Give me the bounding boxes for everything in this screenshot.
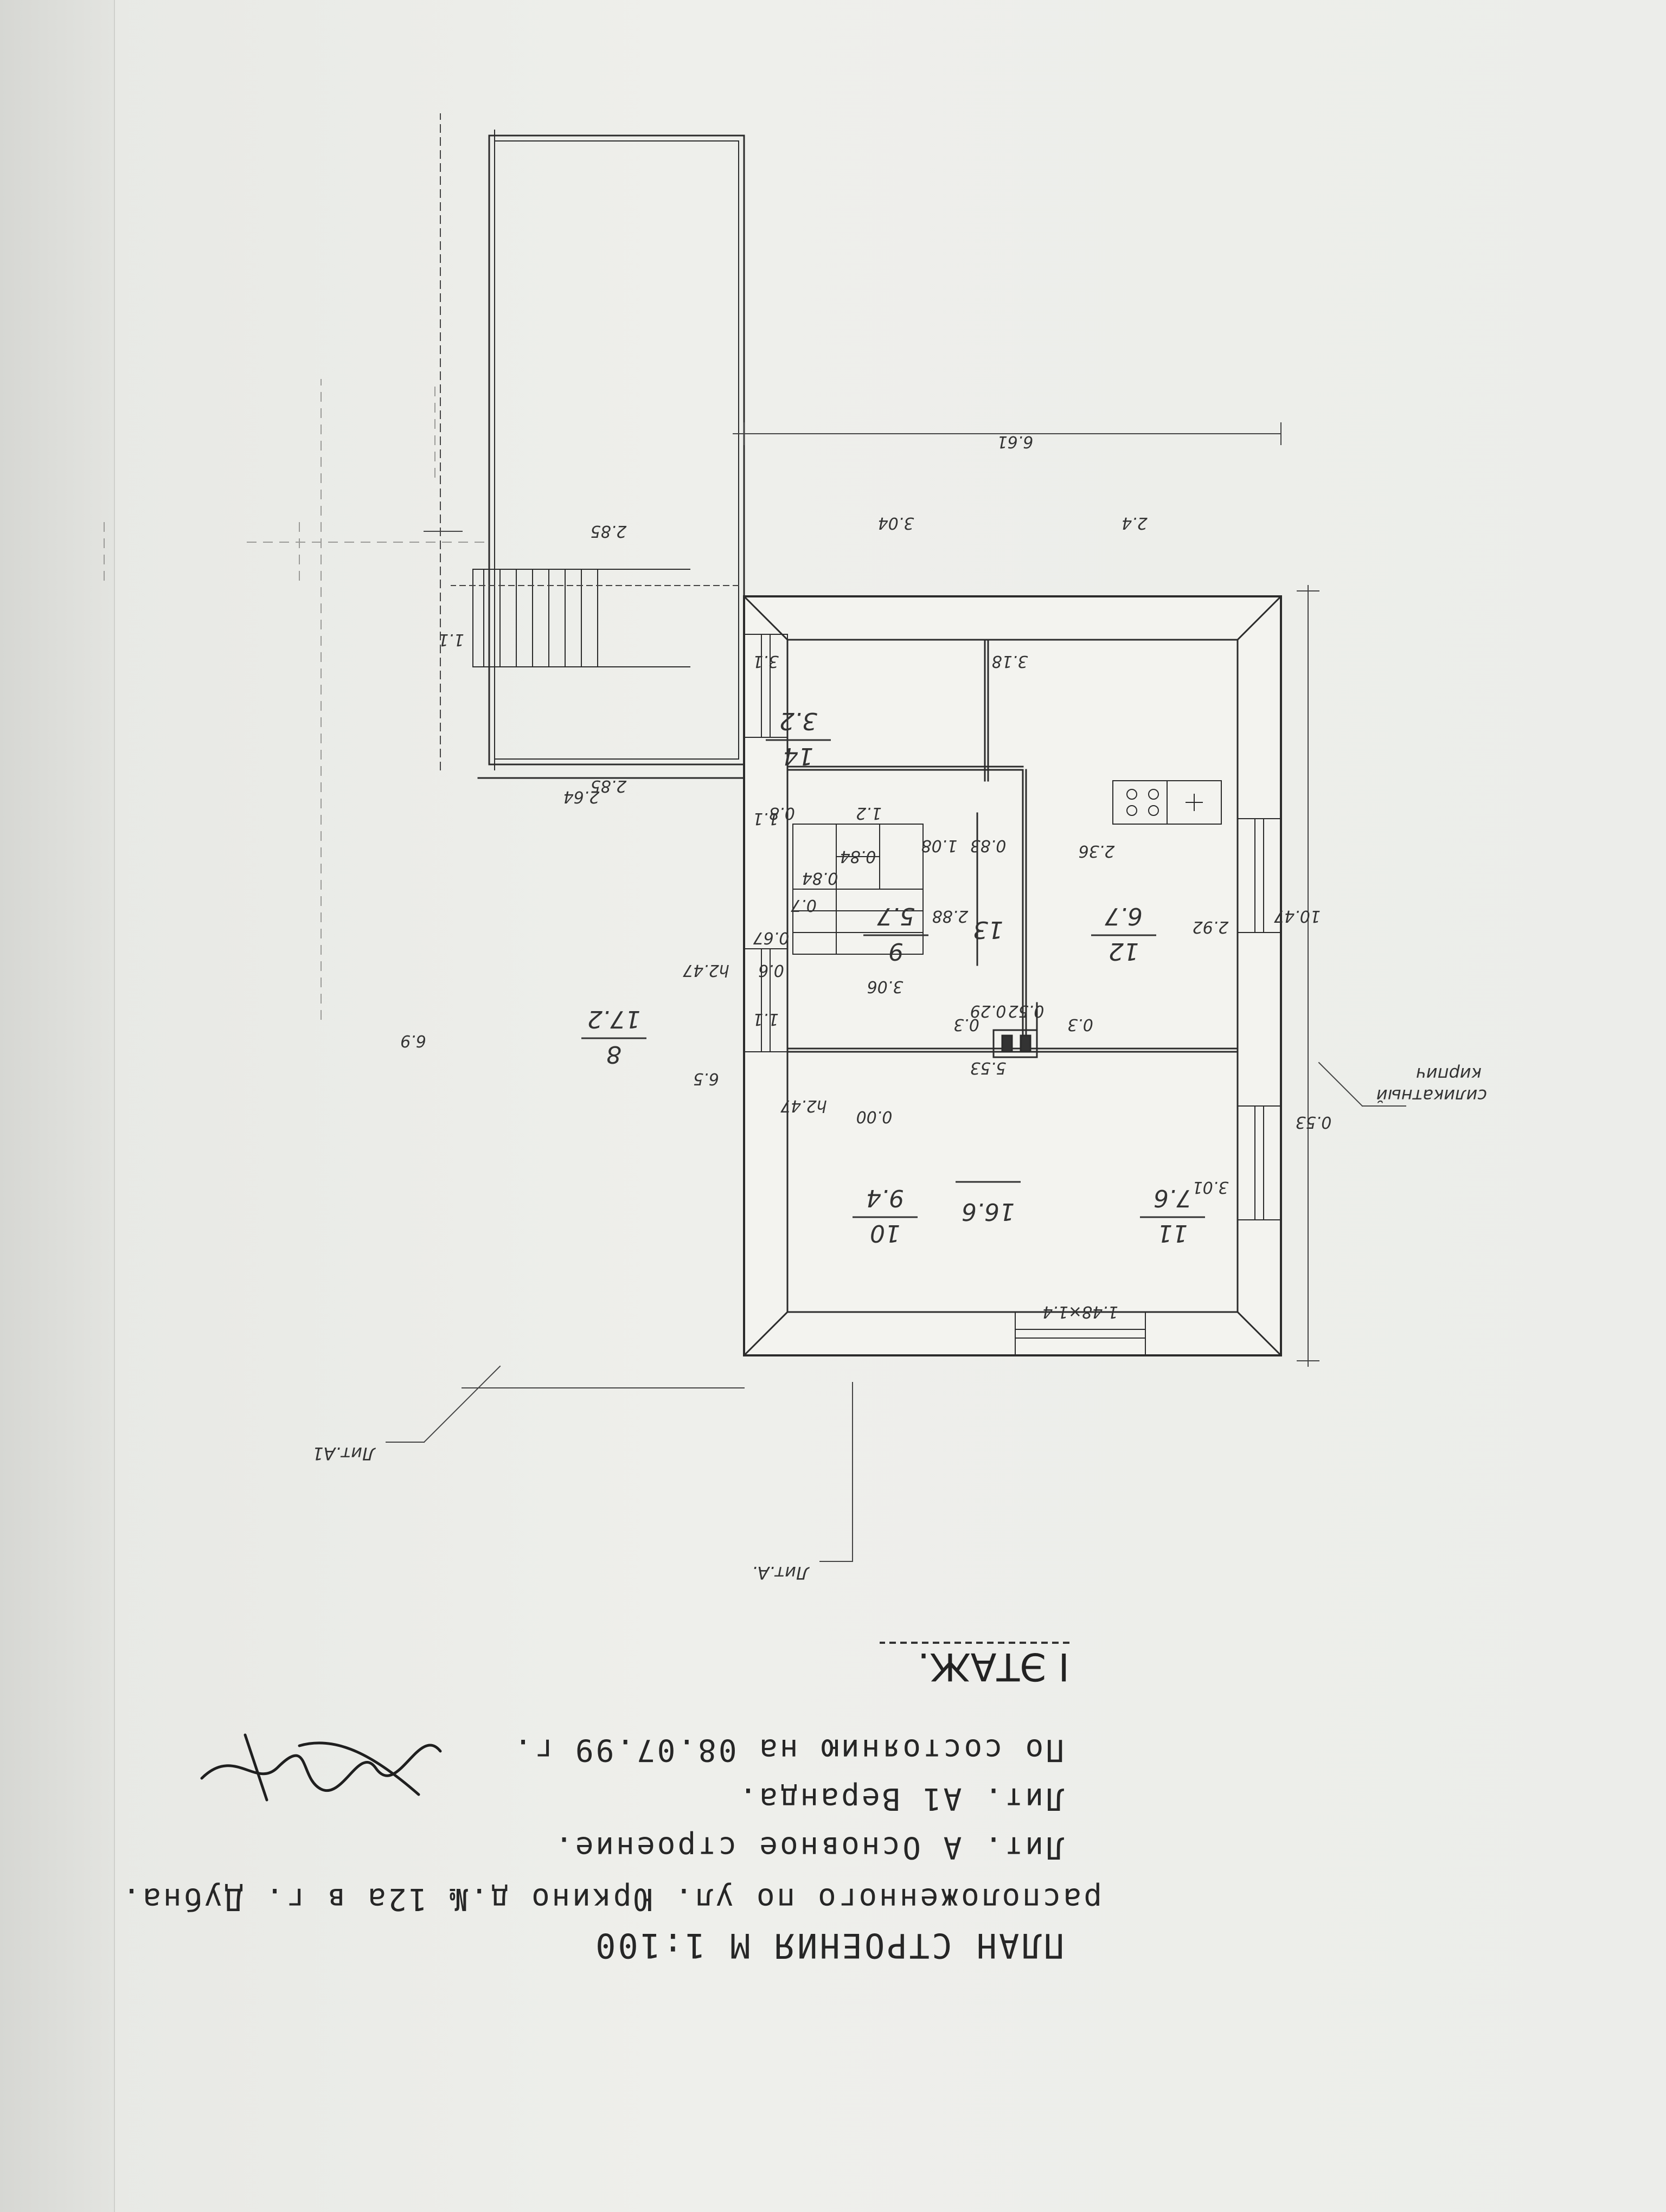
page-fold-shadow bbox=[0, 0, 115, 2212]
dim-1-2: 1.2 bbox=[856, 803, 882, 822]
porch-steps bbox=[472, 569, 690, 667]
height-b: h2.47 bbox=[780, 1096, 827, 1115]
stove bbox=[992, 1029, 1038, 1058]
leader-labels: Лит.А. Лит.А1 силикатный кирпич bbox=[312, 1064, 1487, 1583]
room-area: 6.7 bbox=[1105, 902, 1143, 930]
dim-r8-width: 2.64 bbox=[563, 787, 600, 806]
veranda bbox=[477, 130, 745, 779]
dim-stairs-width: 1.1 bbox=[438, 630, 464, 649]
dim-0-7: 0.7 bbox=[791, 896, 817, 915]
dim-veranda-width-bottom: 2.85 bbox=[591, 522, 627, 541]
dim-1-1b: 1.1 bbox=[753, 1009, 779, 1028]
title-line-2: расположенного по ул. Юркино д.№ 12а в г… bbox=[120, 1881, 1102, 1917]
dim-r9-height: 2.88 bbox=[932, 906, 969, 925]
room-area: 5.7 bbox=[877, 902, 915, 930]
outer-walls bbox=[743, 595, 1282, 1356]
dim-overall-length: 10.47 bbox=[1274, 906, 1321, 925]
dim-0-3b: 0.3 bbox=[1067, 1015, 1093, 1034]
kitchen-fixtures bbox=[1112, 780, 1222, 825]
dim-r9-width: 3.06 bbox=[867, 977, 904, 996]
dim-veranda-width-top: 2.85 bbox=[591, 776, 627, 795]
dim-r12-height: 2.92 bbox=[1193, 917, 1229, 936]
dim-0-84b: 0.84 bbox=[802, 869, 838, 888]
height-a: h2.47 bbox=[683, 961, 729, 980]
dim-r10-width: 3.04 bbox=[878, 513, 914, 532]
room-area: 9.4 bbox=[866, 1184, 904, 1212]
room-area: 17.2 bbox=[587, 1005, 640, 1033]
dim-0-29: 0.29 bbox=[970, 1001, 1007, 1020]
signature bbox=[200, 1733, 442, 1802]
dim-r8-height: 6.5 bbox=[693, 1069, 719, 1088]
dim-0-84a: 0.84 bbox=[840, 847, 876, 866]
faint-ghost-lines bbox=[104, 379, 484, 1020]
title-line-1: ПЛАН СТРОЕНИЯ М 1:100 bbox=[593, 1926, 1064, 1965]
dimension-labels: 6.61 10.47 6.9 2.85 2.85 1.1 3.04 3.1 2.… bbox=[400, 432, 1331, 1321]
material-note-2: кирпич bbox=[1416, 1064, 1482, 1084]
dim-0-3a: 0.3 bbox=[953, 1015, 979, 1034]
room-number: 12 bbox=[1108, 937, 1139, 965]
material-note-1: силикатный bbox=[1376, 1085, 1487, 1106]
dim-1-1: 1.1 bbox=[753, 809, 779, 828]
dim-wall: 0.53 bbox=[1296, 1113, 1332, 1131]
dim-r12-width: 2.36 bbox=[1079, 841, 1115, 860]
room-number: 9 bbox=[888, 937, 904, 965]
room-area: 3.2 bbox=[779, 707, 817, 735]
floor-title: I ЭТАЖ. bbox=[918, 1644, 1069, 1689]
room-area: 16.6 bbox=[962, 1198, 1015, 1225]
room-number: 10 bbox=[870, 1219, 900, 1247]
dim-overall-width: 6.61 bbox=[997, 432, 1034, 451]
dim-0-67: 0.67 bbox=[753, 928, 790, 947]
room-area: 7.6 bbox=[1154, 1184, 1191, 1212]
room-number: 8 bbox=[606, 1040, 621, 1068]
room-number: 13 bbox=[973, 916, 1003, 943]
dim-0-83: 0.83 bbox=[970, 836, 1007, 855]
room-labels: 10 9.4 11 7.6 12 6.7 9 5.7 13 16.6 8 17.… bbox=[581, 707, 1205, 1247]
inner-staircase bbox=[792, 824, 924, 955]
dim-r11-height: 3.18 bbox=[992, 652, 1028, 671]
dim-0-8: 0.8 bbox=[769, 803, 795, 822]
title-line-5: По состоянию на 08.07.99 г. bbox=[511, 1732, 1064, 1767]
dim-0-52: 0.52 bbox=[1008, 1001, 1045, 1020]
lit-a-label: Лит.А. bbox=[752, 1562, 810, 1583]
dim-1-08: 1.08 bbox=[921, 836, 958, 855]
dim-r13-height: 3.01 bbox=[1193, 1178, 1229, 1197]
lit-a1-label: Лит.А1 bbox=[312, 1443, 376, 1464]
room-number: 14 bbox=[783, 742, 813, 770]
dimension-lines bbox=[386, 113, 1406, 1562]
title-line-4: Лит. А1 Веранда. bbox=[736, 1781, 1064, 1816]
dim-veranda-length: 6.9 bbox=[400, 1031, 426, 1050]
dim-0-6: 0.6 bbox=[758, 961, 784, 980]
title-block: ПЛАН СТРОЕНИЯ М 1:100 расположенного по … bbox=[44, 1683, 1102, 1965]
dim-r11-width: 2.4 bbox=[1122, 513, 1148, 532]
floor-label: I ЭТАЖ. bbox=[880, 1642, 1069, 1689]
level-mark: 0.00 bbox=[856, 1107, 893, 1126]
window-size: 1.48×1.4 bbox=[1042, 1302, 1118, 1321]
windows bbox=[744, 634, 1281, 1356]
dim-r13-width: 5.53 bbox=[970, 1058, 1007, 1077]
title-line-3: Лит. А Основное строение. bbox=[553, 1830, 1064, 1865]
dim-r10-height: 3.1 bbox=[753, 652, 779, 671]
room-number: 11 bbox=[1157, 1219, 1188, 1247]
